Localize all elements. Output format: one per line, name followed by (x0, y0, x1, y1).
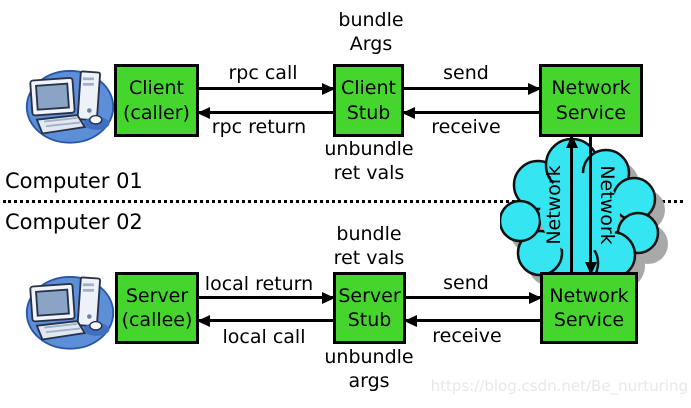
receive-top-arrow (404, 111, 539, 114)
computer-01-label: Computer 01 (5, 169, 143, 193)
receive-bottom-label: receive (432, 325, 502, 347)
send-bottom-arrow (406, 296, 540, 299)
bundle-args-line2: Args (349, 33, 393, 55)
client-stub-box-line1: Client (340, 77, 396, 100)
local-return-label: local return (204, 273, 314, 295)
network-service-top-line1: Network (551, 77, 631, 100)
send-bottom-label: send (443, 272, 489, 294)
watermark-url: https://blog.csdn.net/Be_nurturing (430, 377, 688, 395)
network-cloud-label-right: Network (596, 165, 618, 245)
bundle-ret-vals-line1: bundle (336, 223, 402, 245)
network-service-top-line2: Service (555, 101, 627, 124)
client-box: Client (caller) (114, 64, 199, 137)
server-stub-box-line2: Stub (347, 309, 392, 331)
unbundle-ret-vals-line2: ret vals (333, 162, 405, 184)
server-box-line2: (callee) (121, 309, 193, 331)
network-service-bottom-line1: Network (549, 284, 629, 307)
receive-bottom-arrow (406, 319, 540, 322)
rpc-return-label: rpc return (211, 116, 307, 138)
bundle-ret-vals-annotation: bundle ret vals (334, 222, 405, 270)
bundle-args-annotation: bundle Args (338, 8, 403, 56)
receive-top-label: receive (431, 116, 501, 138)
bundle-args-line1: bundle (338, 9, 404, 31)
computer-icon (24, 268, 116, 354)
network-cloud-label-left: Network (543, 165, 565, 245)
computer-icon-art (25, 70, 115, 144)
send-top-label: send (443, 62, 489, 84)
client-stub-box-line2: Stub (346, 101, 391, 124)
unbundle-args-annotation: unbundle args (324, 345, 413, 393)
network-service-bottom-line2: Service (553, 309, 625, 331)
unbundle-args-line2: args (348, 370, 390, 392)
client-stub-box: Client Stub (333, 64, 404, 137)
server-box: Server (callee) (115, 272, 199, 344)
unbundle-ret-vals-annotation: unbundle ret vals (324, 137, 413, 185)
rpc-call-arrow (199, 87, 333, 90)
local-return-arrow (199, 296, 333, 299)
network-uplink-arrow (570, 137, 573, 273)
unbundle-args-line1: unbundle (324, 346, 414, 368)
rpc-call-label: rpc call (228, 62, 298, 84)
unbundle-ret-vals-line1: unbundle (324, 138, 414, 160)
local-call-label: local call (222, 326, 306, 348)
client-box-line1: Client (128, 77, 184, 100)
client-box-line2: (caller) (123, 101, 190, 124)
bundle-ret-vals-line2: ret vals (333, 247, 405, 269)
computer-02-label: Computer 02 (5, 210, 143, 234)
network-service-top-box: Network Service (539, 64, 643, 137)
server-stub-box-line1: Server (338, 284, 401, 307)
server-box-line1: Server (125, 284, 189, 307)
send-top-arrow (404, 87, 539, 90)
network-service-bottom-box: Network Service (540, 272, 638, 344)
local-call-arrow (199, 319, 333, 322)
computer-icon (24, 62, 116, 148)
computer-icon-art (25, 276, 115, 350)
rpc-return-arrow (199, 111, 333, 114)
network-downlink-arrow (589, 137, 592, 273)
computer-divider-dotted-line (3, 200, 683, 203)
server-stub-box: Server Stub (333, 272, 406, 344)
